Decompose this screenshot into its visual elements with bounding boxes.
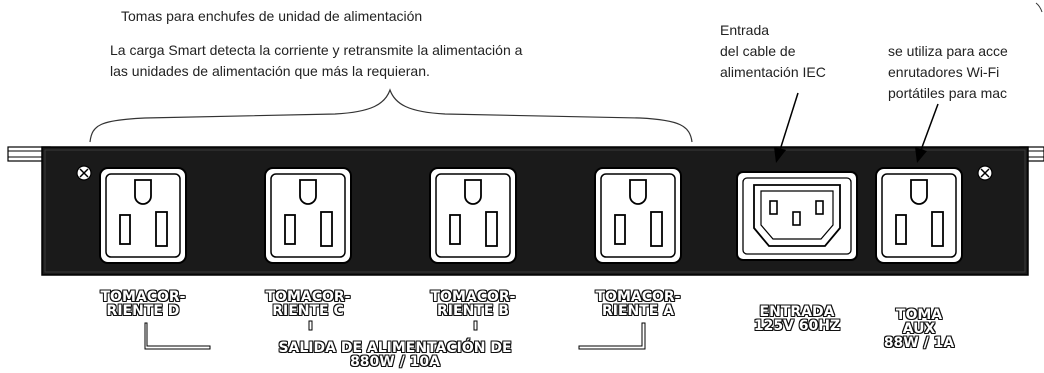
screw-icon [977,165,993,181]
nema-outlet-icon [594,167,682,264]
nema-outlet-icon [429,167,517,264]
nema-outlet-icon [875,167,963,264]
smart-load-line-2: las unidades de alimentación que más la … [110,63,430,79]
nema-outlet-icon [264,167,352,264]
aux-callout-line-2: enrutadores Wi-Fi [888,64,1000,80]
iec-callout-line-1: Entrada [720,22,770,38]
outlet-a-bracket [578,322,646,350]
smart-load-line-1: La carga Smart detecta la corriente y re… [110,42,523,58]
iec-callout-arrow [774,92,799,163]
outlet-c-connector [308,320,313,331]
iec-callout-line-3: alimentación IEC [720,64,826,80]
outlet-d-label: TOMACOR-RIENTE D [100,289,186,319]
outlet-b-connector [473,320,478,331]
aux-callout-line-3: portátiles para mac [888,85,1008,101]
aux-callout-arrow [915,103,939,163]
power-strip-panel [41,146,1029,276]
screw-icon [76,165,92,181]
outlet-d-bracket [144,322,211,350]
iec-callout-line-2: del cable de [720,43,796,59]
corner-arc [1035,2,1043,13]
outlet-group-brace [89,88,693,143]
outlet-b-label: TOMACOR-RIENTE B [430,289,516,319]
outlet-a-label: TOMACOR-RIENTE A [595,289,681,319]
outlet-c-label: TOMACOR-RIENTE C [265,289,351,319]
iec-c14-inlet-icon [736,171,858,261]
nema-outlet-icon [99,167,187,264]
outlet-callout-title: Tomas para enchufes de unidad de aliment… [121,8,423,24]
aux-callout-line-1: se utiliza para acce [888,43,1008,59]
